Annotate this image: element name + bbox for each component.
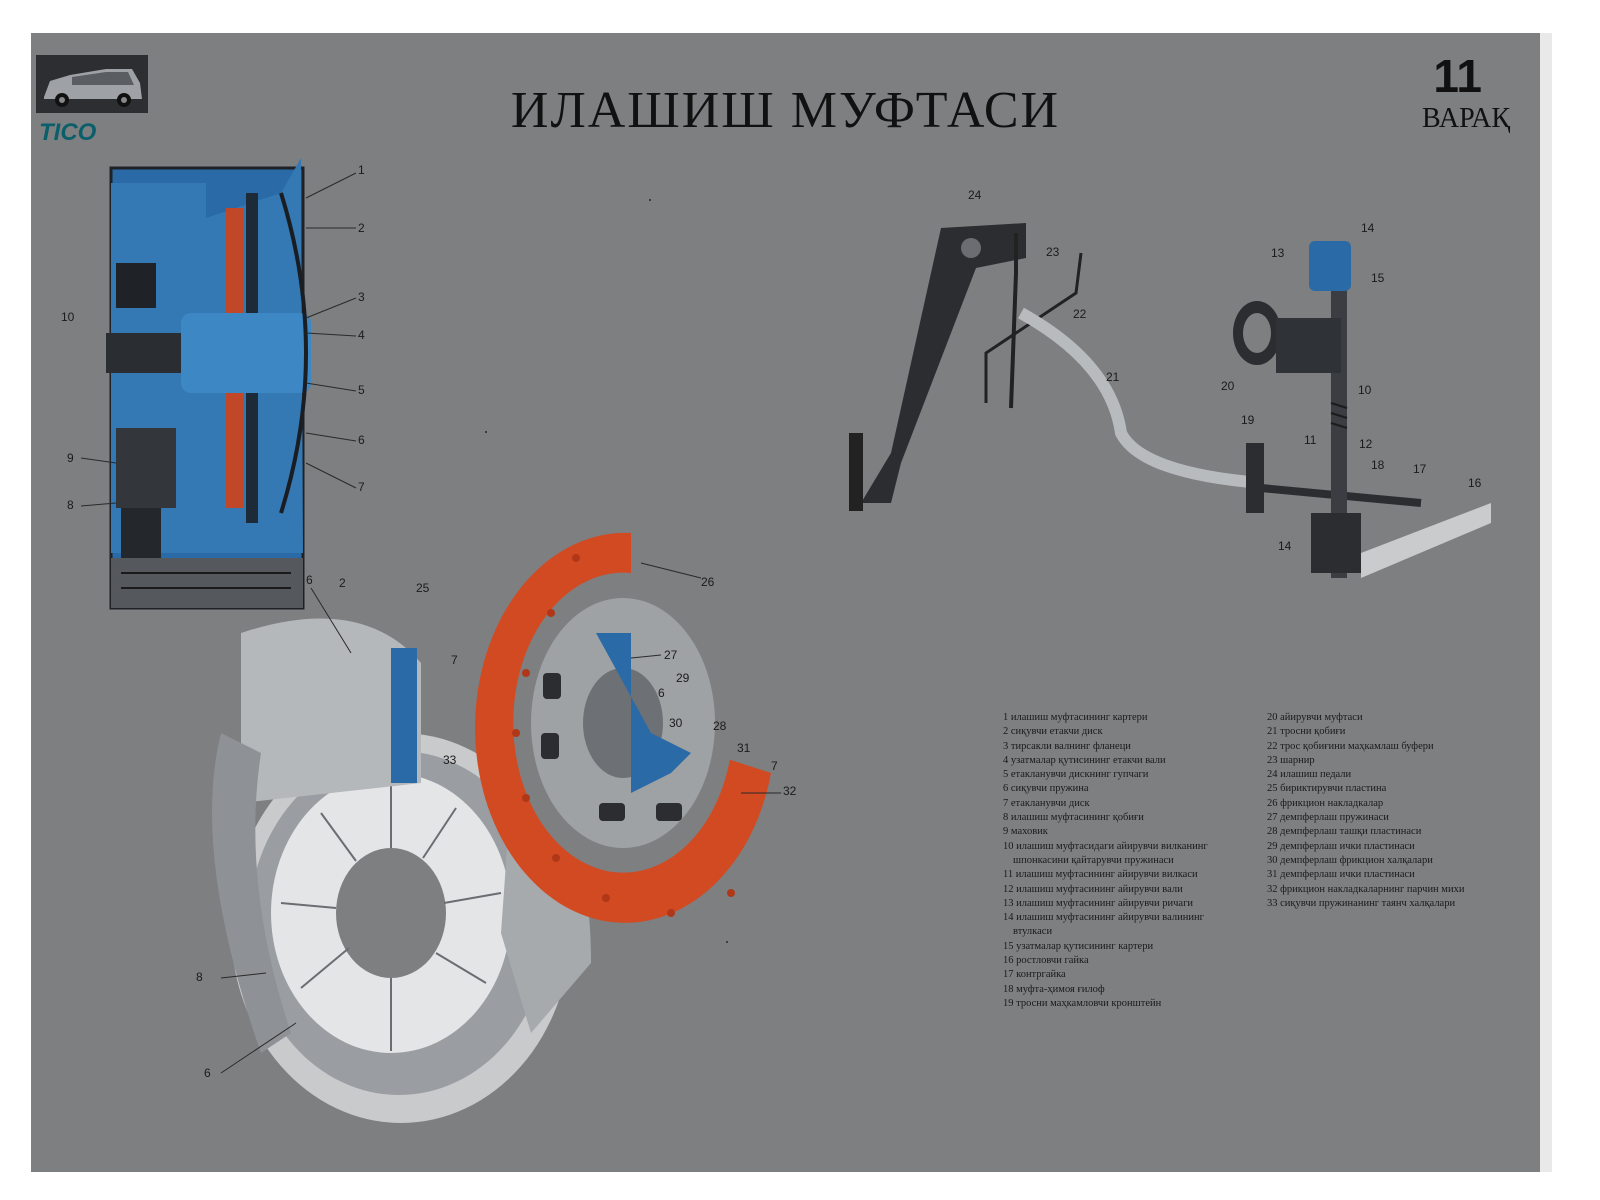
clutch-diagram [80, 158, 1491, 1123]
car-logo-icon [36, 55, 148, 120]
callout-number: 19 [1241, 413, 1255, 427]
legend-column-1: 1 илашиш муфтасининг картери 2 сиқувчи е… [1003, 711, 1243, 1011]
poster-sheet: TICO ИЛАШИШ МУФТАСИ 11 ВАРАҚ [31, 33, 1540, 1172]
legend-item: 4 узатмалар қутисининг етакчи вали [1003, 754, 1166, 766]
callout-number: 10 [1358, 383, 1372, 397]
legend-item: 33 сиқувчи пружинанинг таянч халқалари [1267, 897, 1456, 909]
callout-number: 23 [1046, 245, 1060, 259]
callout-number: 8 [67, 498, 74, 512]
legend-column-2: 20 айирувчи муфтаси 21 тросни қобиғи 22 … [1267, 711, 1464, 911]
callout-number: 2 [358, 221, 365, 235]
callout-number: 25 [416, 581, 430, 595]
callout-number: 9 [67, 451, 74, 465]
legend-item: 2 сиқувчи етакчи диск [1003, 726, 1103, 738]
legend-item: 20 айирувчи муфтаси [1267, 712, 1363, 723]
callout-number: 29 [676, 671, 690, 685]
legend-item: 15 узатмалар қутисининг картери [1003, 940, 1154, 952]
callout-number: 6 [204, 1066, 211, 1080]
sheet-label: ВАРАҚ [1421, 103, 1510, 134]
callout-number: 7 [771, 759, 778, 773]
legend-item: 24 илашиш педали [1267, 769, 1352, 781]
callout-number: 18 [1371, 458, 1385, 472]
legend-item: 28 демпферлаш ташқи пластинаси [1267, 826, 1422, 838]
legend-item: 16 ростловчи гайка [1003, 955, 1089, 967]
callout-number: 14 [1278, 539, 1292, 553]
pedal-linkage-view [849, 223, 1491, 578]
legend-item: 21 тросни қобиғи [1267, 726, 1346, 738]
callout-number: 21 [1106, 370, 1120, 384]
legend-item: 29 демпферлаш ички пластинаси [1267, 840, 1415, 852]
legend-item: 32 фрикцион накладкаларнинг парчин михи [1267, 883, 1465, 895]
callout-number: 32 [783, 784, 797, 798]
callout-number: 15 [1371, 271, 1385, 285]
callout-number: 5 [358, 383, 365, 397]
callout-number: 13 [1271, 246, 1285, 260]
legend-item: 5 етакланувчи дискнинг гупчаги [1003, 769, 1149, 781]
legend-item: 7 етакланувчи диск [1003, 797, 1090, 809]
legend-item: 14 илашиш муфтасининг айирувчи валининг … [1003, 912, 1204, 938]
callout-number: 16 [1468, 476, 1482, 490]
clutch-section-view [106, 158, 311, 610]
callout-number: 31 [737, 741, 751, 755]
callout-number: 7 [451, 653, 458, 667]
legend-item: 22 трос қобиғини маҳкамлаш буфери [1267, 740, 1434, 752]
legend-item: 19 тросни маҳкамловчи кронштейн [1003, 997, 1162, 1009]
callout-number: 33 [443, 753, 457, 767]
legend-item: 30 демпферлаш фрикцион халқалари [1267, 854, 1433, 866]
page-title: ИЛАШИШ МУФТАСИ [510, 82, 1061, 139]
callout-number: 8 [196, 970, 203, 984]
callout-number: 27 [664, 648, 678, 662]
speck [485, 431, 487, 433]
callout-number: 14 [1361, 221, 1375, 235]
callout-number: 26 [701, 575, 715, 589]
callout-number: 20 [1221, 379, 1235, 393]
callout-number: 6 [358, 433, 365, 447]
callout-number: 10 [61, 310, 75, 324]
clutch-disc-view [475, 532, 771, 923]
legend-item: 26 фрикцион накладкалар [1267, 797, 1384, 809]
speck [649, 199, 651, 201]
callout-number: 17 [1413, 462, 1427, 476]
sheet-number: 11 [1433, 50, 1482, 102]
legend-item: 18 муфта-ҳимоя ғилоф [1003, 983, 1105, 995]
callout-number: 22 [1073, 307, 1087, 321]
callout-number: 6 [658, 686, 665, 700]
callout-number: 4 [358, 328, 365, 342]
clutch-cover-view [212, 618, 591, 1123]
legend-item: 17 контргайка [1003, 969, 1066, 981]
legend-item: 13 илашиш муфтасининг айирувчи ричаги [1003, 897, 1194, 909]
legend-item: 6 сиқувчи пружина [1003, 783, 1089, 795]
callout-number: 3 [358, 290, 365, 304]
brand-logo: TICO [39, 119, 97, 146]
callout-number: 7 [358, 480, 365, 494]
callout-number: 11 [1304, 433, 1317, 447]
legend-item: 11 илашиш муфтасининг айирувчи вилкаси [1003, 869, 1198, 881]
callout-number: 2 [339, 576, 346, 590]
legend-item: 9 маховик [1003, 826, 1048, 838]
legend-item: 10 илашиш муфтасидаги айирувчи вилканинг… [1003, 840, 1208, 866]
callout-number: 24 [968, 188, 982, 202]
speck [726, 941, 728, 943]
legend-item: 8 илашиш муфтасининг қобиғи [1003, 812, 1144, 824]
legend-item: 1 илашиш муфтасининг картери [1003, 712, 1148, 723]
page-edge [1540, 33, 1552, 1172]
legend-item: 23 шарнир [1267, 754, 1315, 766]
callout-number: 12 [1359, 437, 1373, 451]
legend-item: 27 демпферлаш пружинаси [1267, 812, 1389, 824]
callout-number: 6 [306, 573, 313, 587]
callout-number: 30 [669, 716, 683, 730]
legend-item: 31 демпферлаш ички пластинаси [1267, 869, 1415, 881]
legend-item: 3 тирсакли валнинг фланеци [1003, 740, 1131, 752]
legend-item: 25 бириктирувчи пластина [1267, 783, 1387, 795]
callout-number: 1 [358, 163, 365, 177]
callout-number: 28 [713, 719, 727, 733]
legend-item: 12 илашиш муфтасининг айирувчи вали [1003, 883, 1183, 895]
